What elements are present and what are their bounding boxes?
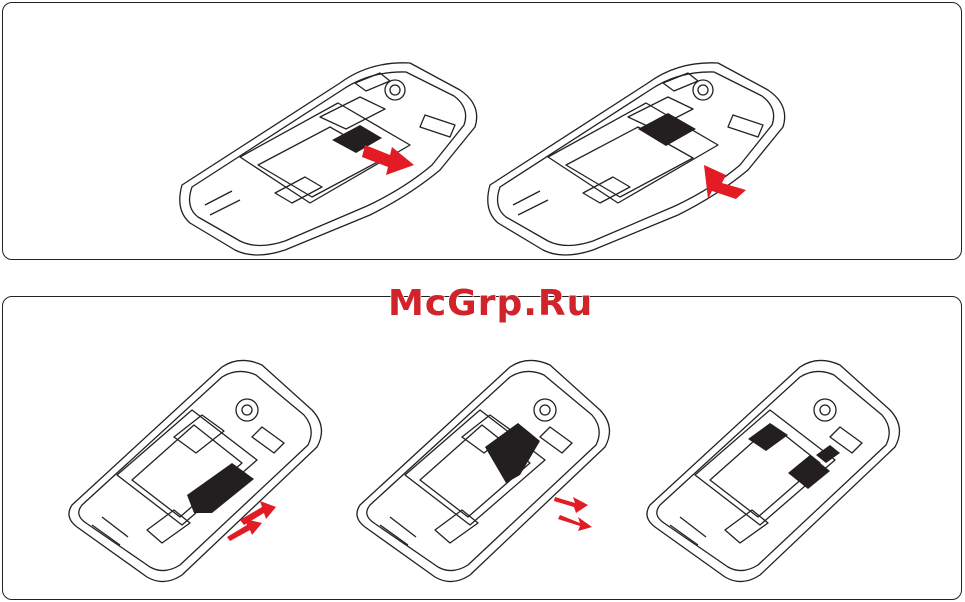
phone-back-open-icon xyxy=(62,355,337,590)
sim-card-ejected xyxy=(485,423,540,483)
phone-back-open-icon xyxy=(478,45,808,260)
slots-empty xyxy=(748,423,840,489)
double-arrow-push-release xyxy=(227,501,276,541)
double-arrow-pull-out xyxy=(554,497,592,531)
microsd-card-inserted xyxy=(638,113,696,146)
phone-back-open-icon xyxy=(640,355,915,590)
phone-back-open-icon xyxy=(170,45,500,260)
watermark-text: McGrp.Ru xyxy=(388,282,593,326)
phone-back-open-icon xyxy=(350,355,625,590)
arrow-push-left xyxy=(704,165,746,199)
arrow-insert-right xyxy=(362,145,414,175)
